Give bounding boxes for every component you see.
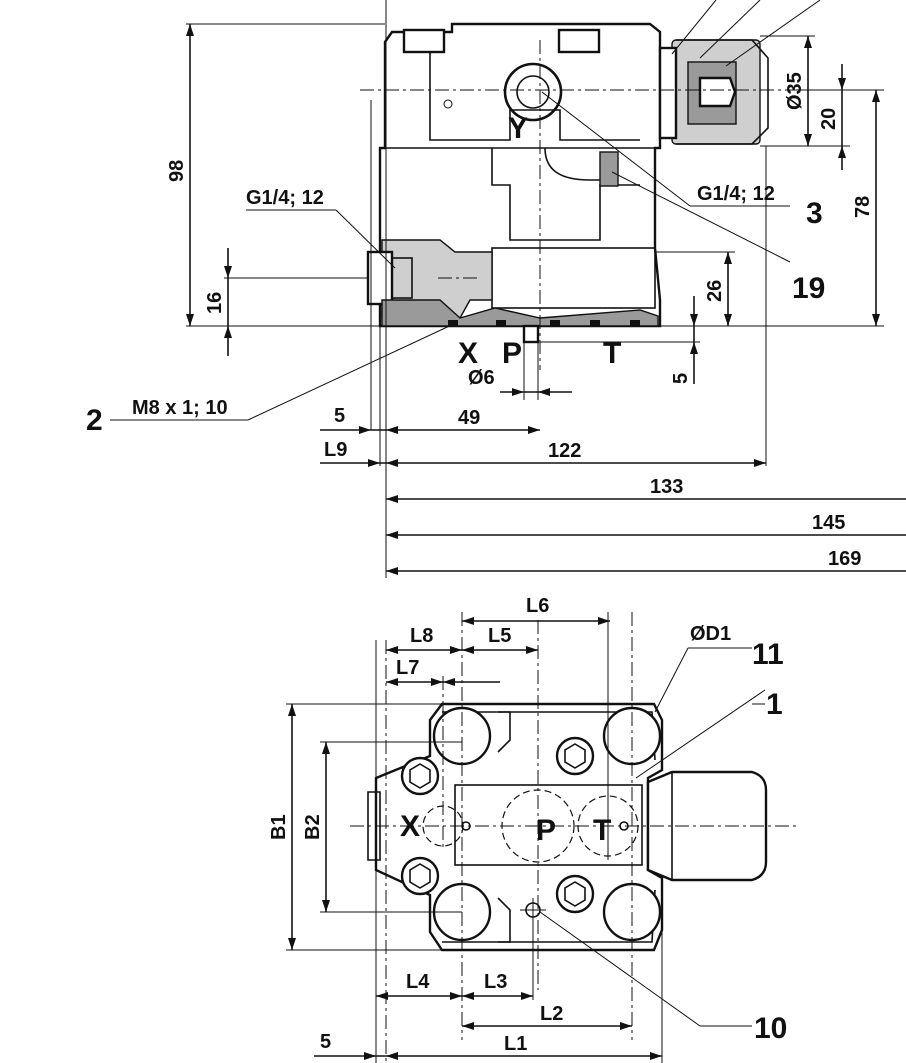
adjuster-collar	[658, 46, 678, 140]
dim-5-horizontal: 5	[334, 405, 345, 427]
dim-l8: L8	[410, 625, 433, 647]
top-plug-right	[557, 28, 601, 54]
dim-l6: L6	[526, 595, 549, 617]
port-label-y: Y	[508, 112, 528, 145]
callout-11: 11	[752, 638, 784, 671]
dim-78: 78	[852, 196, 874, 218]
port-label-t-side: T	[603, 337, 621, 370]
port-3-plug	[599, 151, 619, 187]
callout-3: 3	[806, 197, 823, 230]
dim-l2: L2	[540, 1003, 563, 1025]
callout-2: 2	[86, 404, 103, 437]
hex-bolt-1	[409, 763, 431, 789]
y-port-inner	[516, 75, 550, 109]
dim-b2: B2	[302, 814, 324, 840]
dim-d6: Ø6	[468, 367, 495, 389]
dim-49: 49	[458, 407, 480, 429]
dim-20: 20	[818, 108, 840, 130]
dim-98: 98	[166, 160, 188, 182]
callout-19: 19	[792, 272, 825, 305]
top-plug-left	[402, 28, 446, 54]
plan-view	[286, 612, 800, 1063]
dim-16: 16	[204, 292, 226, 314]
dim-d35: Ø35	[784, 72, 806, 110]
plan-mounting-face	[454, 784, 643, 866]
callout-1: 1	[766, 688, 783, 721]
dim-l4: L4	[406, 971, 430, 993]
dim-l5: L5	[488, 625, 511, 647]
dowel-pin	[522, 324, 540, 344]
port-label-t-plan: T	[593, 814, 611, 847]
dim-l3: L3	[484, 971, 507, 993]
dim-l9: L9	[324, 439, 347, 461]
hex-bolt-3	[564, 743, 586, 769]
dim-145: 145	[812, 512, 845, 534]
thread-label-left: G1/4; 12	[246, 187, 324, 209]
thread-label-right: G1/4; 12	[697, 183, 775, 205]
hex-bolt-2	[409, 863, 431, 889]
port-label-p-plan: P	[536, 814, 556, 847]
hex-bolt-4	[564, 881, 586, 907]
dim-169: 169	[828, 548, 861, 570]
dim-5-plan: 5	[320, 1031, 331, 1053]
port-label-p-side: P	[502, 337, 522, 370]
port-label-x-side: X	[458, 337, 478, 370]
left-port-plug	[366, 250, 394, 306]
dim-5-vertical: 5	[670, 373, 692, 384]
dim-l1: L1	[504, 1033, 527, 1055]
dim-l7: L7	[396, 657, 419, 679]
dim-133: 133	[650, 476, 683, 498]
adjuster-screw	[698, 76, 737, 108]
dim-122: 122	[548, 440, 581, 462]
thread-label-bottom: M8 x 1; 10	[132, 397, 228, 419]
side-view	[110, 0, 906, 578]
dim-b1: B1	[268, 814, 290, 840]
dim-26: 26	[704, 280, 726, 302]
dim-d1: ØD1	[690, 623, 731, 645]
y-port-outer	[503, 62, 563, 122]
callout-10: 10	[754, 1012, 787, 1045]
port-label-x-plan: X	[400, 810, 420, 843]
mounting-strip	[381, 299, 659, 327]
